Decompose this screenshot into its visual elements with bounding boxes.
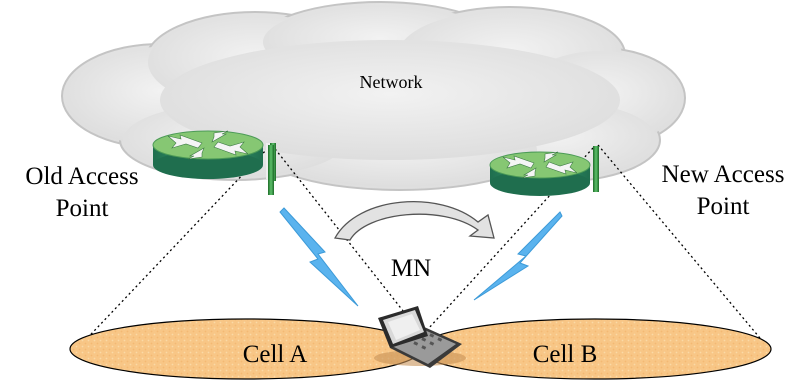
cell-areas [69,318,772,380]
new-ap-antenna-icon [593,146,599,192]
network-label: Network [360,72,423,92]
handover-arrow-icon [333,200,495,241]
old-ap-wireless-signal-icon [279,207,359,307]
new-ap-left-coverage-line [417,147,594,341]
coverage-lines [75,144,771,351]
old-ap-antenna-icon [268,145,274,195]
new-ap-wireless-signal-icon [473,211,563,301]
new-access-point-label-line2: Point [697,193,750,220]
new-access-point-router-icon [489,151,591,196]
mobile-node-laptop-icon [374,306,466,368]
mobile-node-label: MN [391,255,431,282]
old-ap-left-coverage-line [75,147,269,351]
new-access-point-label-line1: New Access [662,161,785,188]
cell-b-label: Cell B [533,341,598,368]
network-cloud [61,1,686,191]
cell-a-label: Cell A [243,341,308,368]
old-access-point-label-line1: Old Access [25,163,138,190]
old-access-point-label-line2: Point [56,195,109,222]
